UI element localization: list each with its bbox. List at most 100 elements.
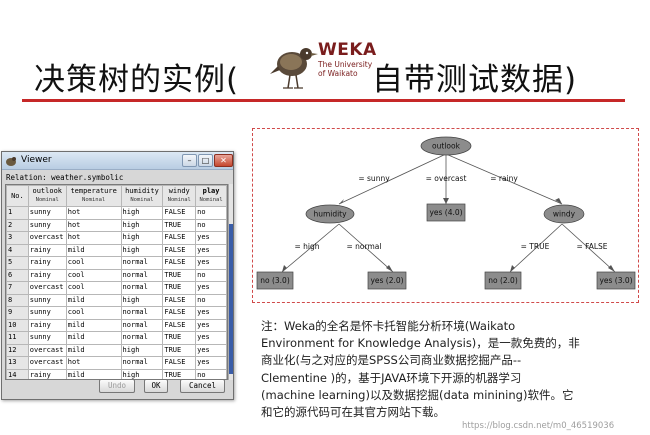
table-cell[interactable]: TRUE [162,268,197,282]
ok-button[interactable]: OK [144,379,168,393]
table-cell[interactable]: normal [120,268,164,282]
table-cell[interactable]: FALSE [162,293,197,307]
table-cell[interactable]: cool [65,256,122,270]
table-cell[interactable]: sunny [27,218,67,232]
table-cell[interactable]: cool [65,268,122,282]
table-cell[interactable]: mild [65,293,122,307]
table-cell[interactable]: hot [65,356,122,370]
table-cell[interactable]: mild [65,343,122,357]
table-cell[interactable]: normal [120,331,164,345]
column-header-no[interactable]: No. [6,185,29,207]
viewer-titlebar[interactable]: Viewer – □ ✕ [2,152,233,170]
table-cell[interactable]: FALSE [162,231,197,245]
vertical-scrollbar[interactable] [228,184,233,380]
minimize-button[interactable]: – [182,154,197,167]
table-cell[interactable]: yes [195,331,227,345]
table-cell[interactable]: FALSE [162,356,197,370]
table-cell[interactable]: hot [65,218,122,232]
table-cell[interactable]: rainy [27,318,67,332]
table-cell[interactable]: TRUE [162,343,197,357]
table-cell[interactable]: FALSE [162,318,197,332]
table-cell[interactable]: yes [195,356,227,370]
scrollbar-thumb[interactable] [229,224,233,374]
table-cell[interactable]: rainy [27,243,67,257]
table-cell[interactable]: hot [65,206,122,220]
table-cell[interactable]: high [120,206,164,220]
close-button[interactable]: ✕ [214,154,233,167]
table-cell[interactable]: sunny [27,206,67,220]
table-cell[interactable]: high [120,368,164,379]
table-cell[interactable]: mild [65,331,122,345]
table-cell[interactable]: rainy [27,256,67,270]
table-cell[interactable]: rainy [27,368,67,379]
undo-button[interactable]: Undo [99,379,135,393]
table-cell[interactable]: high [120,343,164,357]
table-cell[interactable]: TRUE [162,218,197,232]
table-cell[interactable]: normal [120,281,164,295]
table-cell[interactable]: high [120,243,164,257]
table-cell[interactable]: mild [65,318,122,332]
table-cell[interactable]: FALSE [162,256,197,270]
table-cell[interactable]: overcast [27,356,67,370]
table-cell[interactable]: yes [195,243,227,257]
table-cell[interactable]: high [120,231,164,245]
table-cell[interactable]: FALSE [162,306,197,320]
table-cell[interactable]: FALSE [162,206,197,220]
table-cell[interactable]: overcast [27,343,67,357]
cancel-button[interactable]: Cancel [180,379,225,393]
table-cell[interactable]: sunny [27,331,67,345]
table-cell[interactable]: normal [120,356,164,370]
table-cell[interactable]: no [195,206,227,220]
table-cell[interactable]: no [195,368,227,379]
table-cell[interactable]: yes [195,231,227,245]
table-cell[interactable]: yes [195,281,227,295]
table-cell[interactable]: high [120,218,164,232]
table-cell[interactable]: overcast [27,281,67,295]
table-cell[interactable]: overcast [27,231,67,245]
table-cell[interactable]: sunny [27,293,67,307]
table-cell[interactable]: sunny [27,306,67,320]
table-cell[interactable]: yes [195,318,227,332]
table-cell[interactable]: mild [65,243,122,257]
table-cell[interactable]: no [195,218,227,232]
table-cell[interactable]: normal [120,318,164,332]
table-cell[interactable]: rainy [27,268,67,282]
table-cell[interactable]: TRUE [162,331,197,345]
table-cell[interactable]: yes [195,343,227,357]
table-cell[interactable]: normal [120,306,164,320]
table-cell[interactable]: no [195,293,227,307]
table-cell[interactable]: hot [65,231,122,245]
table-cell[interactable]: yes [195,306,227,320]
table-cell[interactable]: mild [65,368,122,379]
table-cell[interactable]: FALSE [162,243,197,257]
table-cell[interactable]: yes [195,256,227,270]
table-cell[interactable]: high [120,293,164,307]
table-cell[interactable]: cool [65,306,122,320]
viewer-window[interactable]: Viewer – □ ✕ Relation: weather.symbolic … [1,151,234,400]
table-cell[interactable]: TRUE [162,281,197,295]
table-cell[interactable]: cool [65,281,122,295]
table-cell[interactable]: normal [120,256,164,270]
table-cell[interactable]: no [195,268,227,282]
maximize-button[interactable]: □ [198,154,213,167]
